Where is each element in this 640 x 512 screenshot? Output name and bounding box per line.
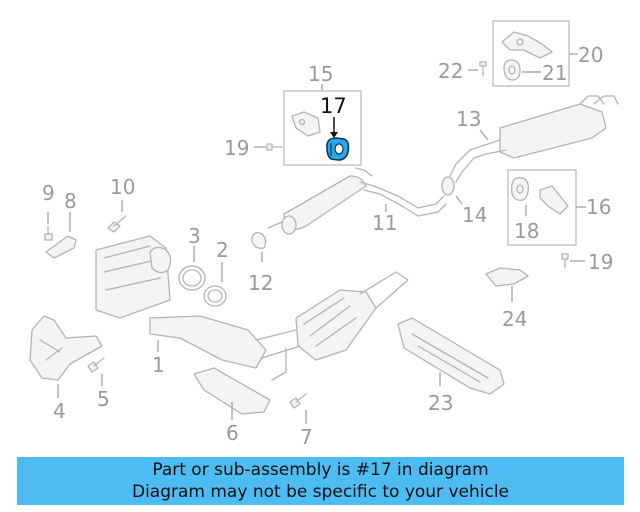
callout-1: 1 <box>152 353 165 377</box>
insulator-18 <box>510 176 530 201</box>
banner-line-1: Part or sub-assembly is #17 in diagram <box>152 460 489 480</box>
callout-21: 21 <box>542 61 567 85</box>
bolt-19-lower <box>561 253 569 269</box>
bracket-24 <box>485 267 529 287</box>
part-21-insulator <box>503 59 521 81</box>
exhaust-system-diagram: 1 2 3 4 5 6 7 8 9 10 11 12 13 14 15 16 1… <box>29 20 619 449</box>
callout-4: 4 <box>53 399 66 423</box>
callout-2: 2 <box>216 238 229 262</box>
hanger-bracket-16 <box>539 185 569 215</box>
callout-3: 3 <box>188 224 201 248</box>
callout-24: 24 <box>502 307 527 331</box>
gasket-2 <box>203 285 227 307</box>
info-banner: Part or sub-assembly is #17 in diagram D… <box>17 457 624 505</box>
bolt-7 <box>289 393 307 409</box>
callout-7: 7 <box>300 425 313 449</box>
callout-10: 10 <box>110 175 135 199</box>
bolt-19-upper <box>266 143 283 151</box>
part-17-exhaust-insulator[interactable] <box>326 137 350 161</box>
callout-15: 15 <box>308 62 333 86</box>
callout-19-upper: 19 <box>224 136 249 160</box>
callout-8: 8 <box>64 189 77 213</box>
callout-22: 22 <box>438 59 463 83</box>
callout-9: 9 <box>42 181 55 205</box>
rear-muffler <box>449 95 619 183</box>
bolt-22 <box>479 61 487 77</box>
callout-5: 5 <box>97 387 110 411</box>
callout-16: 16 <box>586 195 611 219</box>
clamp-12 <box>251 232 267 250</box>
callout-12: 12 <box>248 271 273 295</box>
clamp-14 <box>441 176 455 196</box>
bolt-10 <box>107 215 127 233</box>
front-pipe-catalyst <box>95 235 409 381</box>
callout-19-lower: 19 <box>588 250 613 274</box>
callout-17: 17 <box>320 94 347 118</box>
heat-shield-6 <box>193 367 271 415</box>
callout-23: 23 <box>428 391 453 415</box>
callout-13: 13 <box>456 107 481 131</box>
bolt-5 <box>87 357 105 373</box>
heat-shield-23 <box>397 317 505 395</box>
callout-14: 14 <box>462 203 487 227</box>
callout-20: 20 <box>578 43 603 67</box>
callout-6: 6 <box>226 421 239 445</box>
center-pipe-resonator <box>267 167 447 235</box>
callout-18: 18 <box>514 219 539 243</box>
bolt-9 <box>44 225 53 241</box>
banner-line-2: Diagram may not be specific to your vehi… <box>131 482 509 502</box>
hanger-bracket <box>291 111 321 137</box>
hanger-bracket-20 <box>501 31 553 59</box>
clamp-3 <box>178 265 206 291</box>
heat-shield-4 <box>29 315 103 381</box>
bracket-8 <box>45 235 77 259</box>
callout-11: 11 <box>372 211 397 235</box>
